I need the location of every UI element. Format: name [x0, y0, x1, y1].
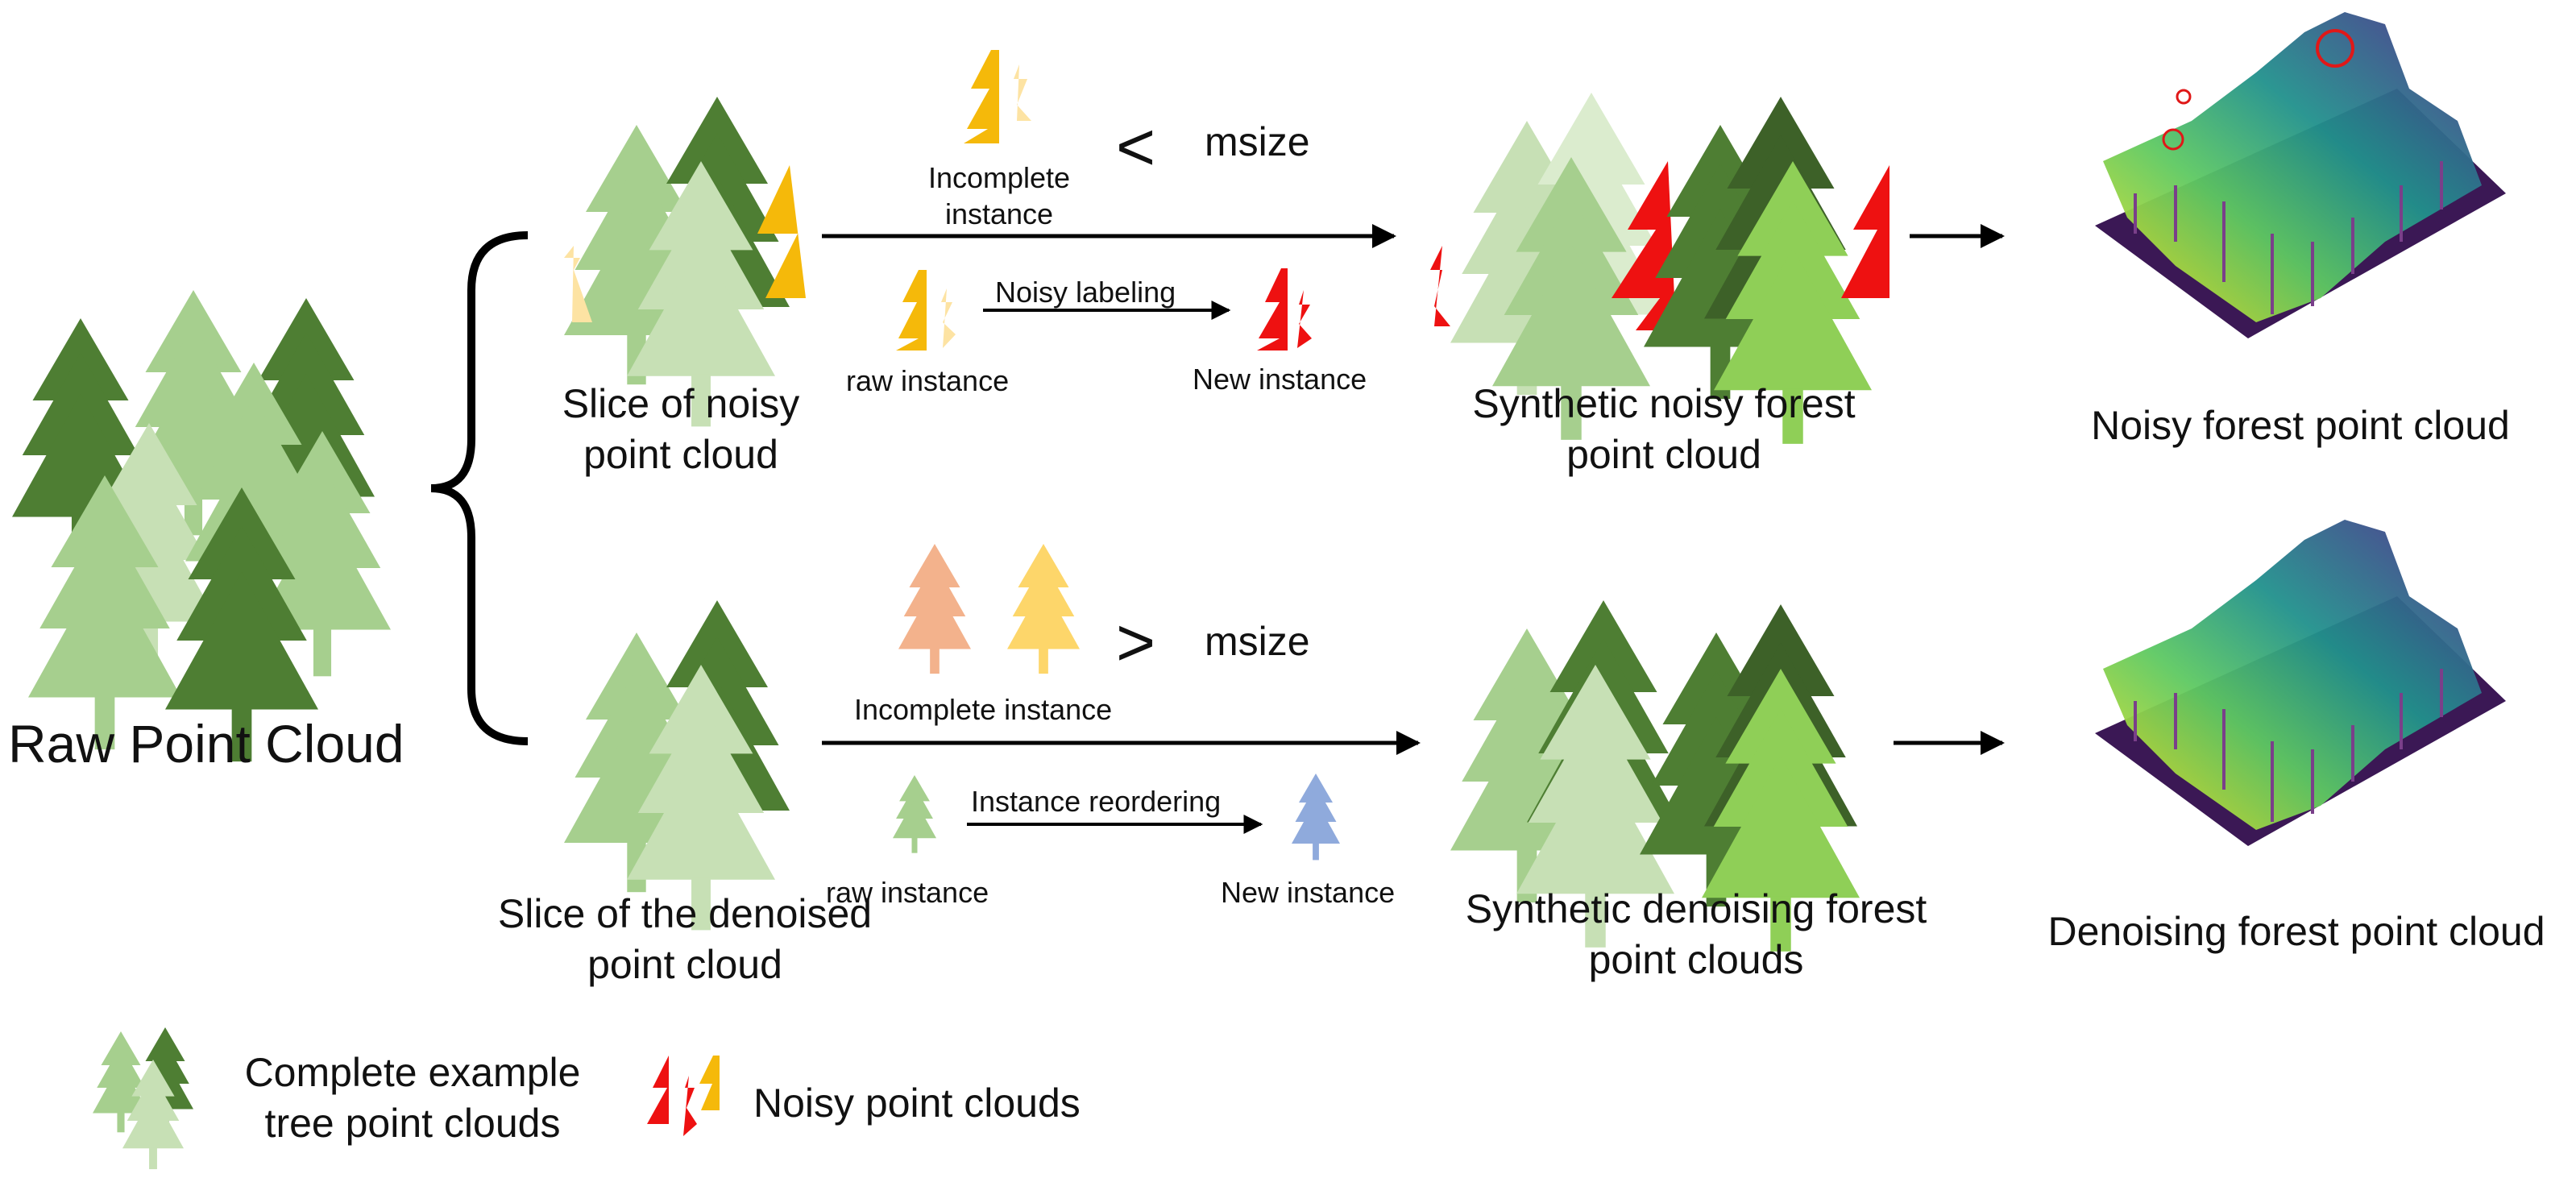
raw-point-cloud-label: Raw Point Cloud: [8, 714, 404, 774]
denoising-forest-render: [2095, 520, 2506, 846]
new-instance-label-denoise: New instance: [1221, 876, 1396, 909]
synthetic-noisy-label: Synthetic noisy forest point cloud: [1472, 381, 1856, 477]
compare-value-noisy: msize: [1205, 119, 1310, 164]
split-brace: [430, 231, 529, 745]
denoise-slice-trees: [564, 600, 790, 931]
noisy-slice-trees: [564, 97, 806, 427]
legend-complete-label: Complete example tree point clouds: [244, 1050, 581, 1146]
new-instance-label-noisy: New instance: [1193, 363, 1367, 396]
synthetic-denoise-label: Synthetic denoising forest point clouds: [1465, 886, 1927, 982]
compare-symbol-noisy: <: [1116, 109, 1156, 185]
instance-reordering-label: Instance reordering: [971, 785, 1222, 818]
denoise-slice-label: Slice of the denoised point cloud: [497, 891, 873, 987]
legend-complete-trees-icon: [93, 1027, 193, 1170]
noisy-forest-render: [2095, 12, 2506, 338]
incomplete-instance-label-noisy: Incomplete instance: [927, 161, 1071, 230]
incomplete-instance-label-denoise: Incomplete instance: [854, 693, 1113, 726]
synthetic-noisy-trees: [1430, 93, 1889, 444]
raw-point-cloud-trees: [11, 290, 391, 762]
new-instance-icon-denoise: [1292, 774, 1340, 861]
new-instance-icon-noisy: [1257, 268, 1312, 350]
noisy-labeling-label: Noisy labeling: [995, 276, 1176, 309]
legend-noisy-icon: [647, 1056, 720, 1136]
compare-value-denoise: msize: [1205, 619, 1310, 664]
noisy-slice-label: Slice of noisy point cloud: [562, 381, 800, 477]
noisy-result-label: Noisy forest point cloud: [2091, 403, 2510, 448]
incomplete-instance-icons-denoise: [898, 544, 1080, 674]
raw-instance-icon-noisy: [896, 270, 956, 350]
incomplete-instance-icon-noisy: [964, 50, 1031, 143]
compare-symbol-denoise: >: [1116, 604, 1156, 680]
denoise-result-label: Denoising forest point cloud: [2047, 909, 2545, 954]
raw-instance-label-denoise: raw instance: [826, 876, 989, 909]
raw-instance-icon-denoise: [893, 775, 936, 853]
raw-instance-label-noisy: raw instance: [846, 364, 1010, 397]
legend-noisy-label: Noisy point clouds: [753, 1081, 1081, 1126]
